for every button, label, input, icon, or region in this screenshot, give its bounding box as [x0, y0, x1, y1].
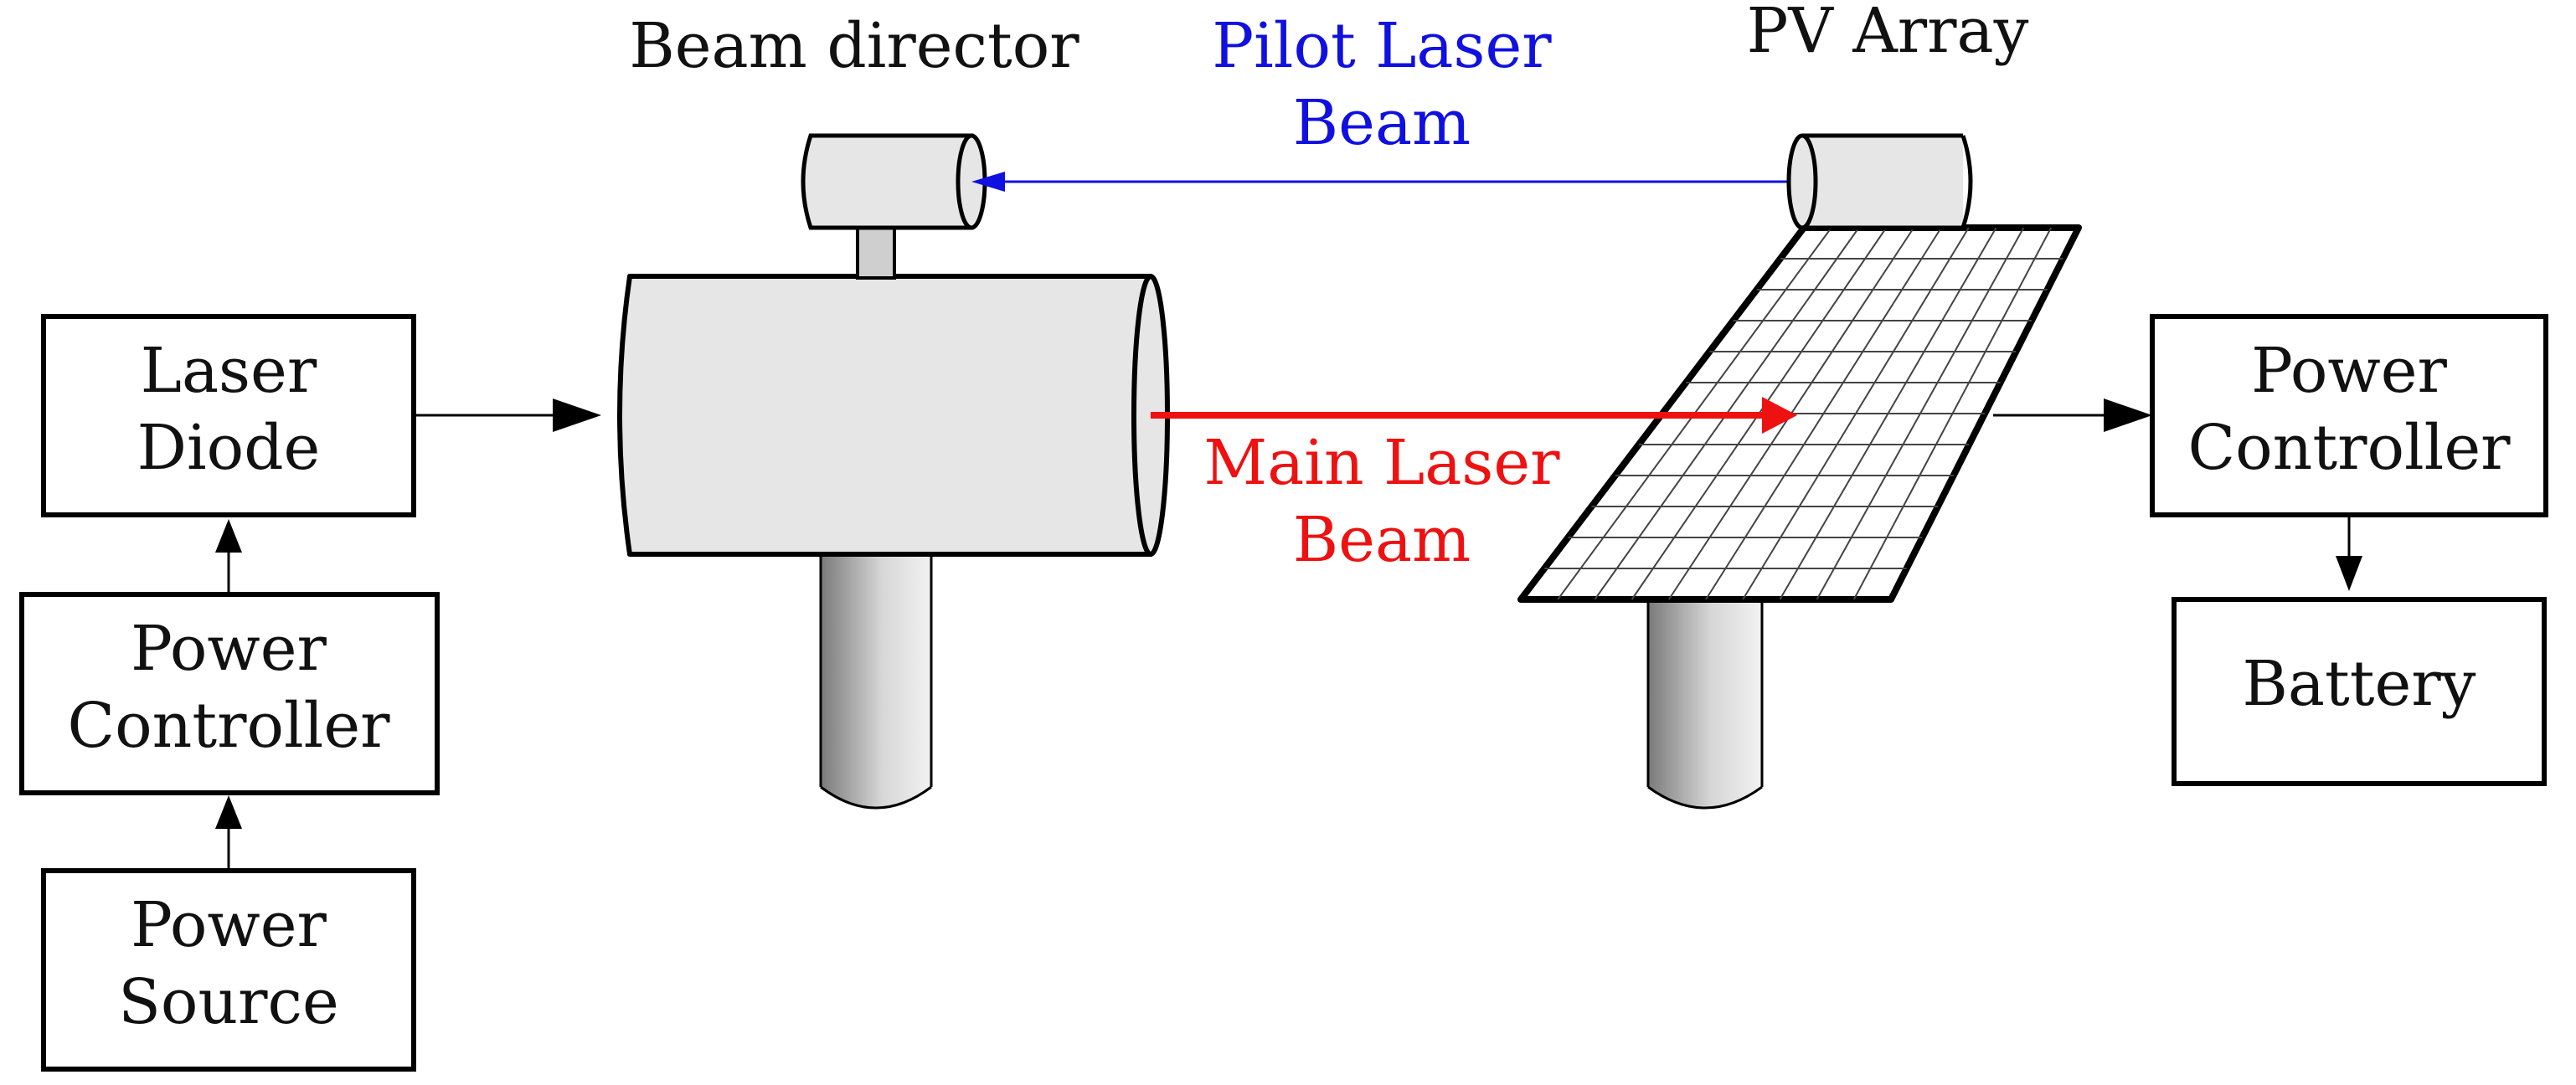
power-controller-right-block: Power Controller: [2150, 314, 2548, 517]
power-controller-left-line1: Power: [131, 613, 327, 685]
beam-director-pole: [819, 526, 933, 810]
pv-array-label: PV Array: [1747, 0, 2029, 67]
laser-diode-block: Laser Diode: [41, 314, 416, 517]
power-controller-left-block: Power Controller: [19, 592, 440, 795]
pilot-receiver-cylinder: [801, 133, 987, 230]
arrow-controller-to-battery: [2336, 515, 2362, 591]
main-laser-beam: [1151, 397, 1797, 434]
battery-label: Battery: [2243, 648, 2476, 720]
arrow-diode-to-beam-director: [414, 399, 601, 432]
arrow-pv-to-power-controller: [1993, 399, 2152, 432]
battery-block: Battery: [2172, 597, 2547, 786]
laser-diode-line1: Laser: [141, 335, 317, 407]
beam-director-body: [617, 274, 1170, 557]
laser-diode-line2: Diode: [137, 412, 321, 484]
pilot-beam-label-line2: Beam: [1293, 87, 1471, 159]
beam-director: [617, 133, 1170, 810]
beam-director-label: Beam director: [629, 10, 1079, 82]
pilot-beam-label-line1: Pilot Laser: [1212, 10, 1552, 82]
power-source-block: Power Source: [41, 868, 416, 1072]
pilot-laser-beam: [971, 172, 1802, 192]
power-source-line2: Source: [118, 966, 339, 1038]
power-controller-left-line2: Controller: [68, 690, 391, 762]
pv-pilot-emitter-cylinder: [1786, 133, 1973, 230]
power-source-line1: Power: [131, 889, 327, 961]
pv-array: [1517, 133, 2082, 810]
arrow-controller-to-diode: [215, 519, 242, 594]
power-controller-right-line2: Controller: [2188, 412, 2512, 484]
main-beam-label-line1: Main Laser: [1203, 427, 1560, 499]
power-controller-right-line1: Power: [2251, 335, 2447, 407]
pv-array-pole: [1646, 586, 1764, 810]
arrow-source-to-controller: [215, 795, 242, 871]
main-beam-label-line2: Beam: [1293, 504, 1471, 576]
